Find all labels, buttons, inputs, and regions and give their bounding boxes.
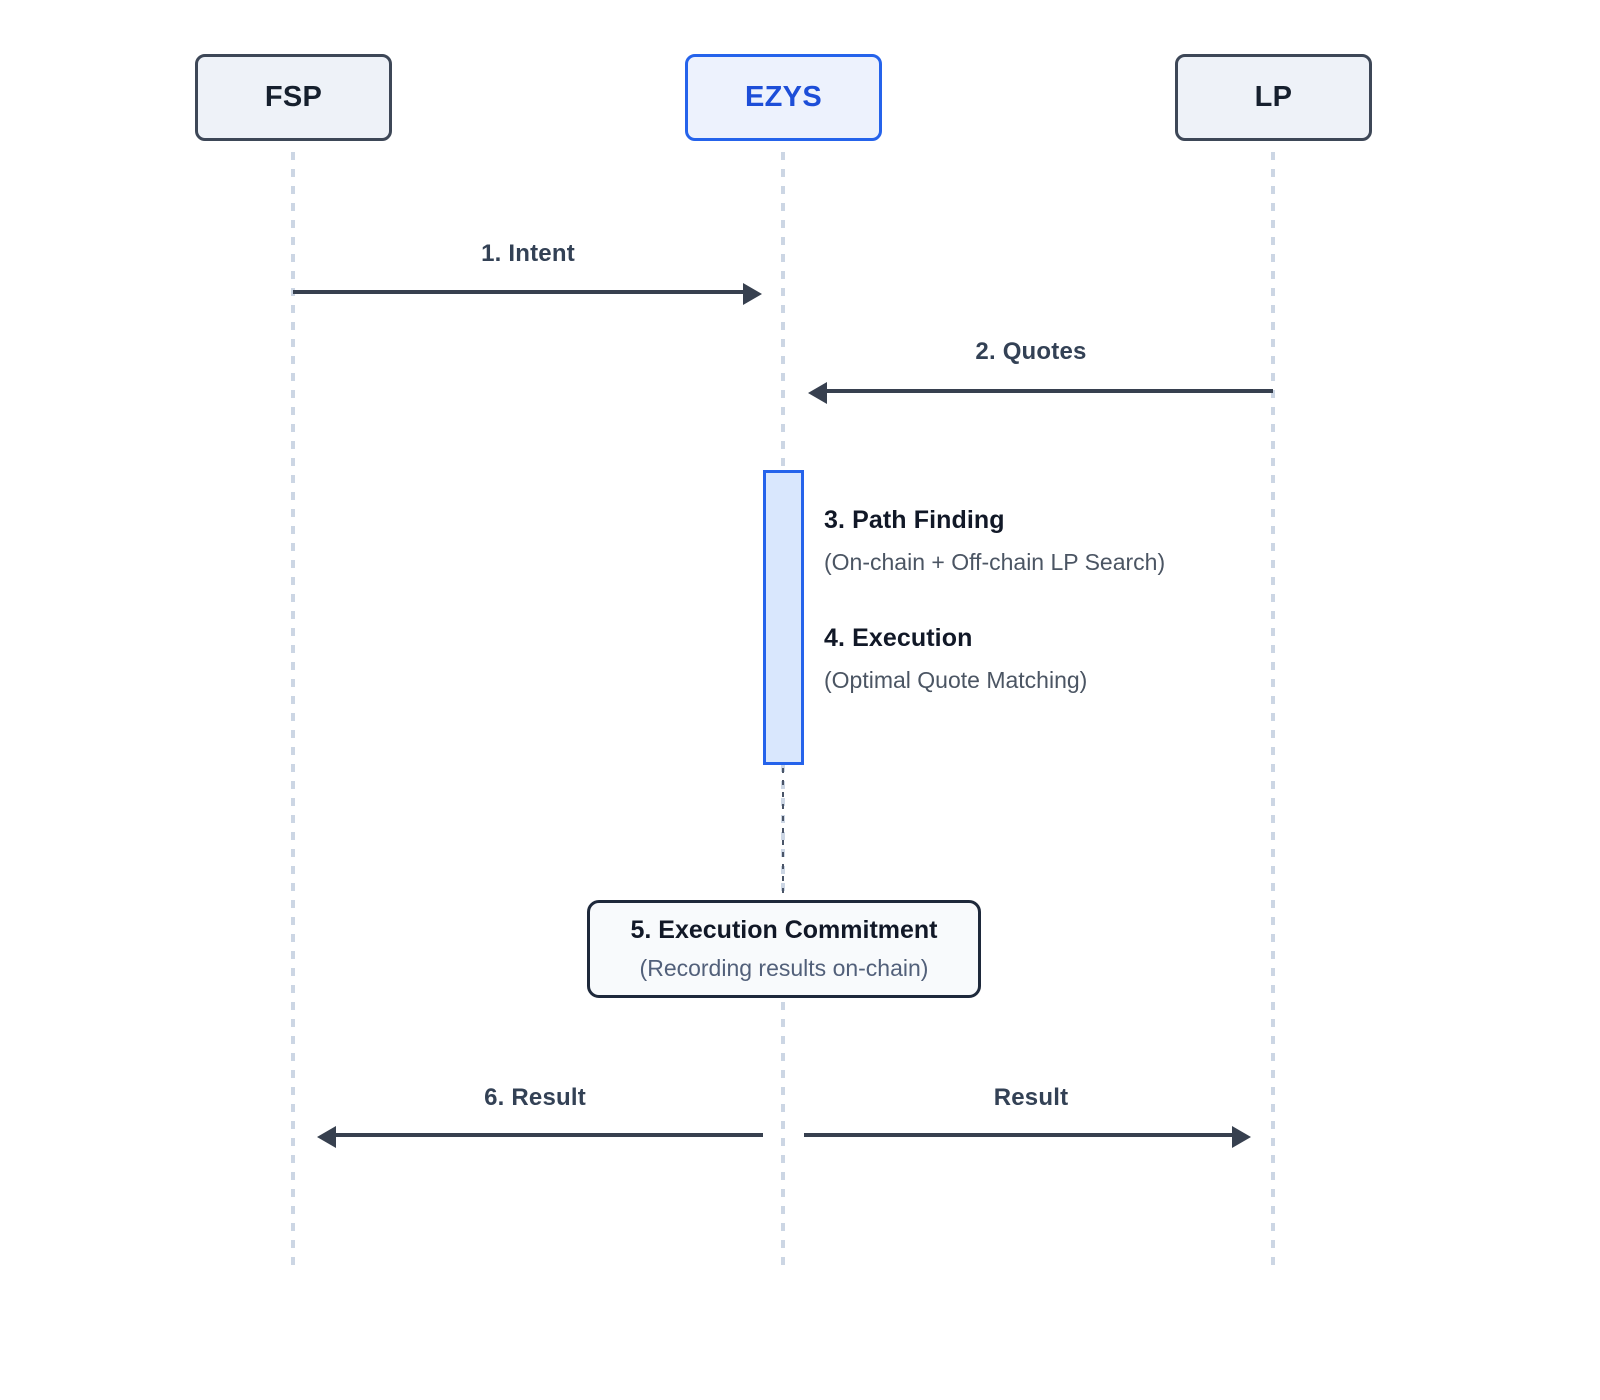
step-subtitle-execution: (Optimal Quote Matching) (824, 667, 1088, 693)
message-label-result-fsp: 6. Result (484, 1084, 586, 1111)
arrow-head-right-icon-result-lp (1232, 1126, 1251, 1148)
message-label-quotes: 2. Quotes (975, 338, 1087, 365)
return-line-ezys (782, 768, 784, 900)
note-title-execution-commitment: 5. Execution Commitment (630, 916, 938, 944)
participant-box-ezys[interactable]: EZYS (685, 54, 882, 141)
arrow-head-left-icon-quotes (808, 382, 827, 404)
note-subtitle-execution-commitment: (Recording results on-chain) (639, 955, 929, 981)
step-subtitle-path-finding: (On-chain + Off-chain LP Search) (824, 549, 1166, 575)
note-box-execution-commitment[interactable]: 5. Execution Commitment (Recording resul… (587, 900, 981, 998)
participant-label-lp: LP (1254, 81, 1293, 113)
arrow-head-left-icon-result-fsp (317, 1126, 336, 1148)
activation-bar-ezys (763, 470, 804, 765)
participant-box-fsp[interactable]: FSP (195, 54, 392, 141)
participant-box-lp[interactable]: LP (1175, 54, 1372, 141)
arrow-head-right-icon-intent (743, 283, 762, 305)
message-line-result-fsp (336, 1133, 763, 1137)
message-line-result-lp (804, 1133, 1232, 1137)
step-title-path-finding: 3. Path Finding (824, 506, 1005, 534)
message-label-intent: 1. Intent (481, 240, 575, 267)
participant-label-fsp: FSP (264, 81, 323, 113)
lifeline-lp (1271, 152, 1275, 1272)
participant-label-ezys: EZYS (745, 81, 822, 113)
step-title-execution: 4. Execution (824, 624, 973, 652)
message-line-quotes (827, 389, 1273, 393)
lifeline-fsp (291, 152, 295, 1272)
message-label-result-lp: Result (993, 1084, 1069, 1111)
message-line-intent (293, 290, 743, 294)
